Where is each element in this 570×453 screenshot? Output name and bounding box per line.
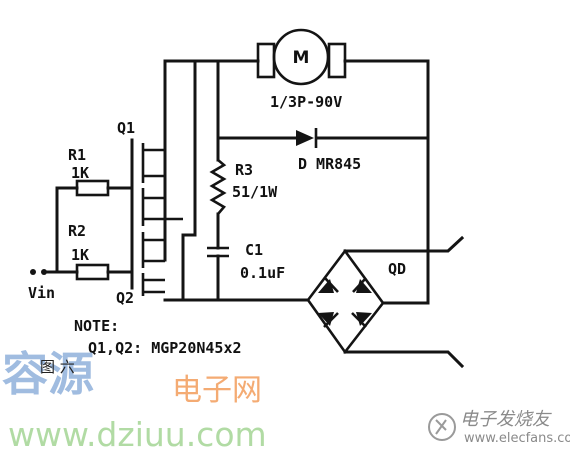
- r2-value: 1K: [71, 246, 89, 264]
- watermark-brand-sub: 电子网: [172, 373, 262, 408]
- q1-label: Q1: [117, 119, 135, 137]
- r2-name: R2: [68, 222, 86, 240]
- r3-name: R3: [235, 161, 253, 179]
- bridge-label: QD: [388, 260, 406, 278]
- input-terminal-left: [30, 269, 36, 275]
- r3-value: 51/1W: [232, 183, 278, 201]
- transistor-q2: [141, 232, 165, 296]
- diode-label: D MR845: [298, 155, 361, 173]
- diode-symbol: [296, 128, 318, 148]
- resistor-r3-symbol: [209, 159, 227, 215]
- watermark-site-url: www.elecfans.com: [464, 431, 570, 446]
- c1-name: C1: [245, 241, 263, 259]
- note-text: Q1,Q2: MGP20N45x2: [88, 339, 242, 357]
- watermark-url: www.dziuu.com: [8, 415, 267, 453]
- watermark-brand: 容源: [2, 347, 94, 401]
- bridge-rectifier: [306, 248, 385, 355]
- motor: M: [256, 28, 347, 86]
- resistor-r1-symbol: [75, 179, 110, 197]
- input-terminal-right: [41, 269, 47, 275]
- motor-symbol: M: [293, 48, 310, 68]
- capacitor-c1-symbol: [207, 246, 229, 258]
- watermark-site-name: 电子发烧友: [460, 409, 552, 430]
- r1-value: 1K: [71, 164, 89, 182]
- r1-name: R1: [68, 146, 86, 164]
- c1-value: 0.1uF: [240, 264, 285, 282]
- elecfans-logo-icon: [428, 413, 456, 441]
- figure-label: 图 六: [40, 358, 75, 376]
- transistor-q1: [141, 143, 183, 226]
- motor-rating: 1/3P-90V: [270, 93, 342, 111]
- wires: [44, 59, 465, 369]
- input-label: Vin: [28, 284, 55, 302]
- note-title: NOTE:: [74, 317, 119, 335]
- q2-label: Q2: [116, 289, 134, 307]
- resistor-r2-symbol: [75, 263, 110, 281]
